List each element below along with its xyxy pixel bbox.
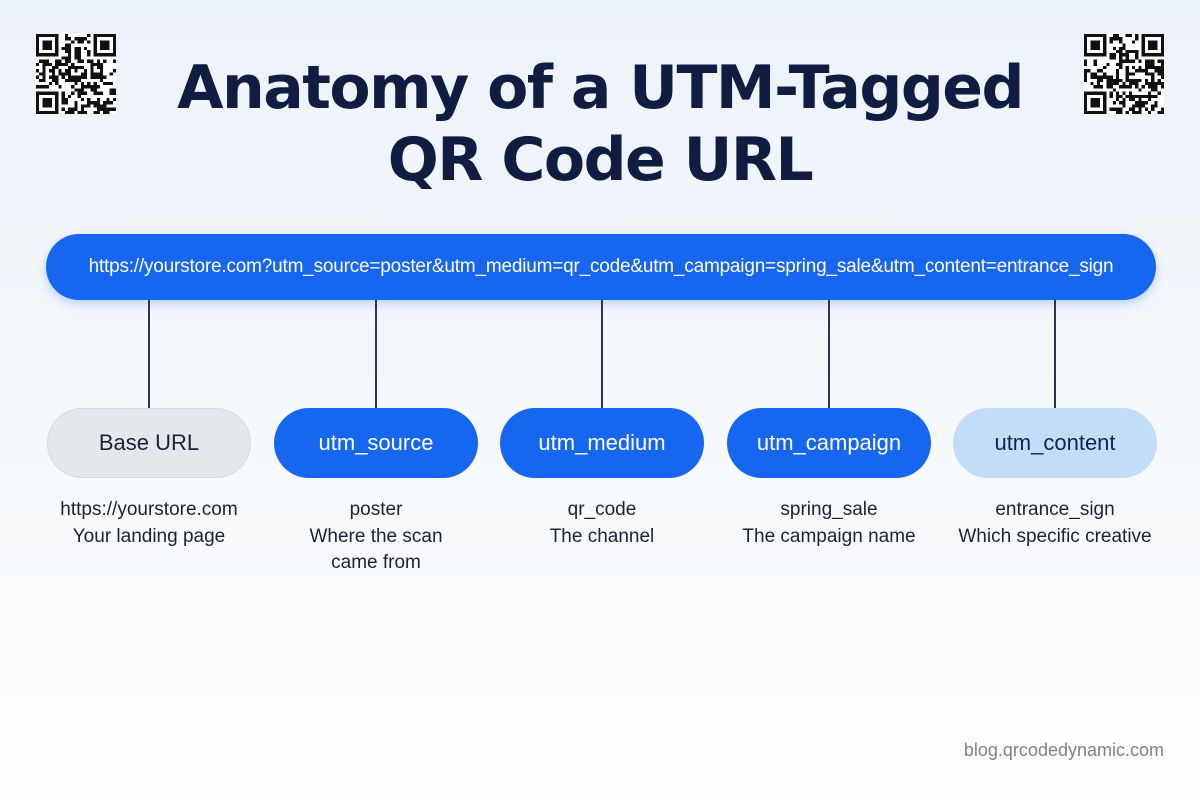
caption-utm-content: entrance_sign Which specific creative (940, 496, 1170, 550)
caption-utm-medium: qr_code The channel (487, 496, 717, 550)
qr-code-icon (1084, 34, 1164, 114)
part-description: The channel (549, 526, 655, 547)
part-value: poster (349, 499, 403, 520)
pill-utm-campaign: utm_campaign (727, 408, 931, 478)
caption-base-url: https://yourstore.com Your landing page (34, 496, 264, 550)
caption-utm-campaign: spring_sale The campaign name (714, 496, 944, 550)
part-value: qr_code (567, 499, 637, 520)
footer-source: blog.qrcodedynamic.com (963, 740, 1164, 760)
part-value: entrance_sign (995, 499, 1115, 520)
title-line-2: QR Code URL (387, 125, 814, 195)
part-description: Where the scan came from (309, 526, 443, 573)
page-title: Anatomy of a UTM-Tagged QR Code URL (150, 52, 1050, 196)
title-line-1: Anatomy of a UTM-Tagged (177, 53, 1024, 123)
full-url: https://yourstore.com?utm_source=poster&… (88, 256, 1114, 277)
connector-line (148, 300, 150, 408)
part-description: The campaign name (742, 526, 916, 547)
connector-line (375, 300, 377, 408)
connector-line (601, 300, 603, 408)
part-description: Your landing page (72, 526, 226, 547)
caption-utm-source: poster Where the scan came from (261, 496, 491, 576)
part-value: https://yourstore.com (60, 499, 238, 520)
url-bar: https://yourstore.com?utm_source=poster&… (46, 234, 1156, 300)
pill-utm-source: utm_source (274, 408, 478, 478)
part-description: Which specific creative (958, 526, 1152, 547)
pill-utm-medium: utm_medium (500, 408, 704, 478)
connector-line (1054, 300, 1056, 408)
connector-line (828, 300, 830, 408)
pill-base-url: Base URL (47, 408, 251, 478)
pill-utm-content: utm_content (953, 408, 1157, 478)
qr-code-icon (36, 34, 116, 114)
part-value: spring_sale (780, 499, 878, 520)
